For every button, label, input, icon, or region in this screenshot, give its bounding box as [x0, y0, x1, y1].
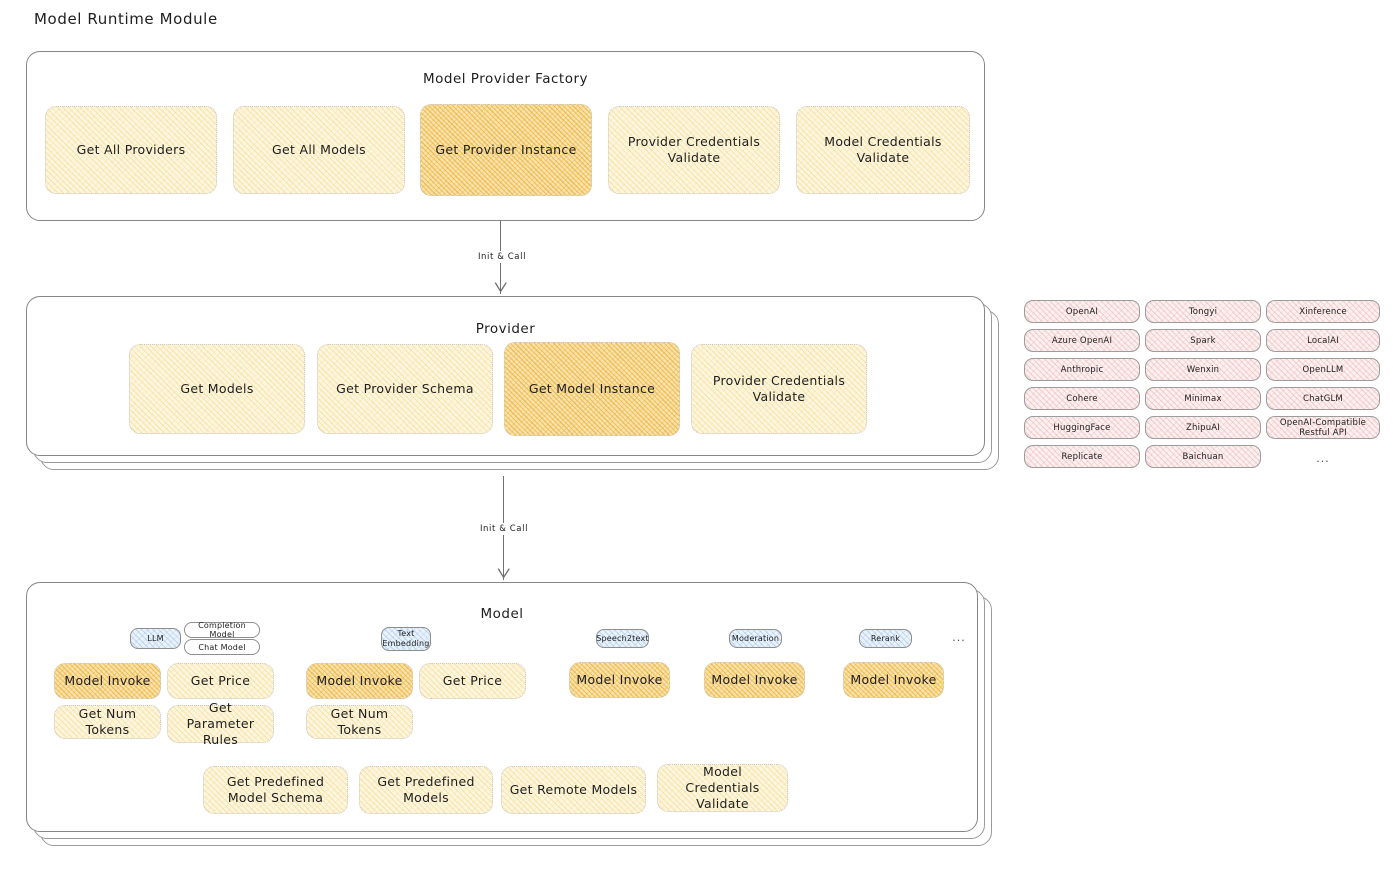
provider-chip[interactable]: ChatGLM: [1266, 387, 1380, 410]
provider-chip[interactable]: Wenxin: [1145, 358, 1261, 381]
model-badge-speech2text[interactable]: Speech2text: [596, 629, 649, 648]
provider-chip[interactable]: Cohere: [1024, 387, 1140, 410]
model-node-model-credentials-validate[interactable]: Model Credentials Validate: [657, 764, 788, 812]
model-node-text-embedding-get-num-tokens[interactable]: Get Num Tokens: [306, 705, 413, 739]
model-node-llm-get-price[interactable]: Get Price: [167, 663, 274, 699]
factory-node-provider-credentials-validate[interactable]: Provider Credentials Validate: [608, 106, 780, 194]
factory-node-get-provider-instance[interactable]: Get Provider Instance: [420, 104, 592, 196]
model-node-get-remote-models[interactable]: Get Remote Models: [501, 766, 646, 814]
model-node-text-embedding-get-price[interactable]: Get Price: [419, 663, 526, 699]
model-badge-rerank[interactable]: Rerank: [859, 629, 912, 648]
provider-chip[interactable]: HuggingFace: [1024, 416, 1140, 439]
provider-node-get-models[interactable]: Get Models: [129, 344, 305, 434]
model-badge-llm[interactable]: LLM: [130, 628, 181, 649]
factory-node-model-credentials-validate[interactable]: Model Credentials Validate: [796, 106, 970, 194]
model-node-llm-get-num-tokens[interactable]: Get Num Tokens: [54, 705, 161, 739]
page-title: Model Runtime Module: [34, 10, 218, 28]
model-node-llm-get-parameter-rules[interactable]: Get Parameter Rules: [167, 700, 274, 747]
arrow-factory-to-provider-label: Init & Call: [467, 251, 537, 263]
provider-chip[interactable]: Minimax: [1145, 387, 1261, 410]
model-node-get-predefined-models[interactable]: Get Predefined Models: [359, 766, 493, 814]
model-node-rerank-model-invoke[interactable]: Model Invoke: [843, 662, 944, 698]
arrow-provider-to-model-label: Init & Call: [469, 523, 539, 535]
provider-chip[interactable]: Anthropic: [1024, 358, 1140, 381]
model-node-get-predefined-model-schema[interactable]: Get Predefined Model Schema: [203, 766, 348, 814]
provider-chip[interactable]: Spark: [1145, 329, 1261, 352]
model-groups-more: ...: [952, 631, 966, 644]
provider-chip[interactable]: OpenAI: [1024, 300, 1140, 323]
provider-list: OpenAI Azure OpenAI Anthropic Cohere Hug…: [1024, 300, 1380, 475]
provider-title: Provider: [475, 321, 536, 337]
provider-chip[interactable]: Xinference: [1266, 300, 1380, 323]
model-node-moderation-model-invoke[interactable]: Model Invoke: [704, 662, 805, 698]
model-subbadge-completion-model[interactable]: Completion Model: [184, 621, 260, 639]
provider-chip[interactable]: LocalAI: [1266, 329, 1380, 352]
model-node-speech2text-model-invoke[interactable]: Model Invoke: [569, 662, 670, 698]
model-provider-factory-title: Model Provider Factory: [422, 71, 588, 87]
model-badge-moderation[interactable]: Moderation: [729, 629, 782, 648]
provider-chip[interactable]: OpenLLM: [1266, 358, 1380, 381]
provider-chip[interactable]: Tongyi: [1145, 300, 1261, 323]
provider-node-get-provider-schema[interactable]: Get Provider Schema: [317, 344, 493, 434]
model-panel: Model: [26, 582, 978, 832]
provider-node-provider-credentials-validate[interactable]: Provider Credentials Validate: [691, 344, 867, 434]
arrow-provider-to-model-head: [497, 568, 510, 579]
model-badge-text-embedding[interactable]: Text Embedding: [381, 627, 431, 651]
provider-chip[interactable]: Replicate: [1024, 445, 1140, 468]
factory-node-get-all-providers[interactable]: Get All Providers: [45, 106, 217, 194]
factory-node-get-all-models[interactable]: Get All Models: [233, 106, 405, 194]
provider-chip[interactable]: ZhipuAI: [1145, 416, 1261, 439]
model-title: Model: [480, 606, 524, 622]
provider-list-more: ...: [1316, 452, 1330, 465]
model-node-llm-model-invoke[interactable]: Model Invoke: [54, 663, 161, 699]
provider-chip[interactable]: Baichuan: [1145, 445, 1261, 468]
arrow-factory-to-provider-head: [494, 282, 507, 293]
model-node-text-embedding-model-invoke[interactable]: Model Invoke: [306, 663, 413, 699]
model-subbadge-chat-model[interactable]: Chat Model: [184, 639, 260, 655]
provider-chip[interactable]: Azure OpenAI: [1024, 329, 1140, 352]
provider-node-get-model-instance[interactable]: Get Model Instance: [504, 342, 680, 436]
provider-chip[interactable]: OpenAI-Compatible Restful API: [1266, 416, 1380, 439]
